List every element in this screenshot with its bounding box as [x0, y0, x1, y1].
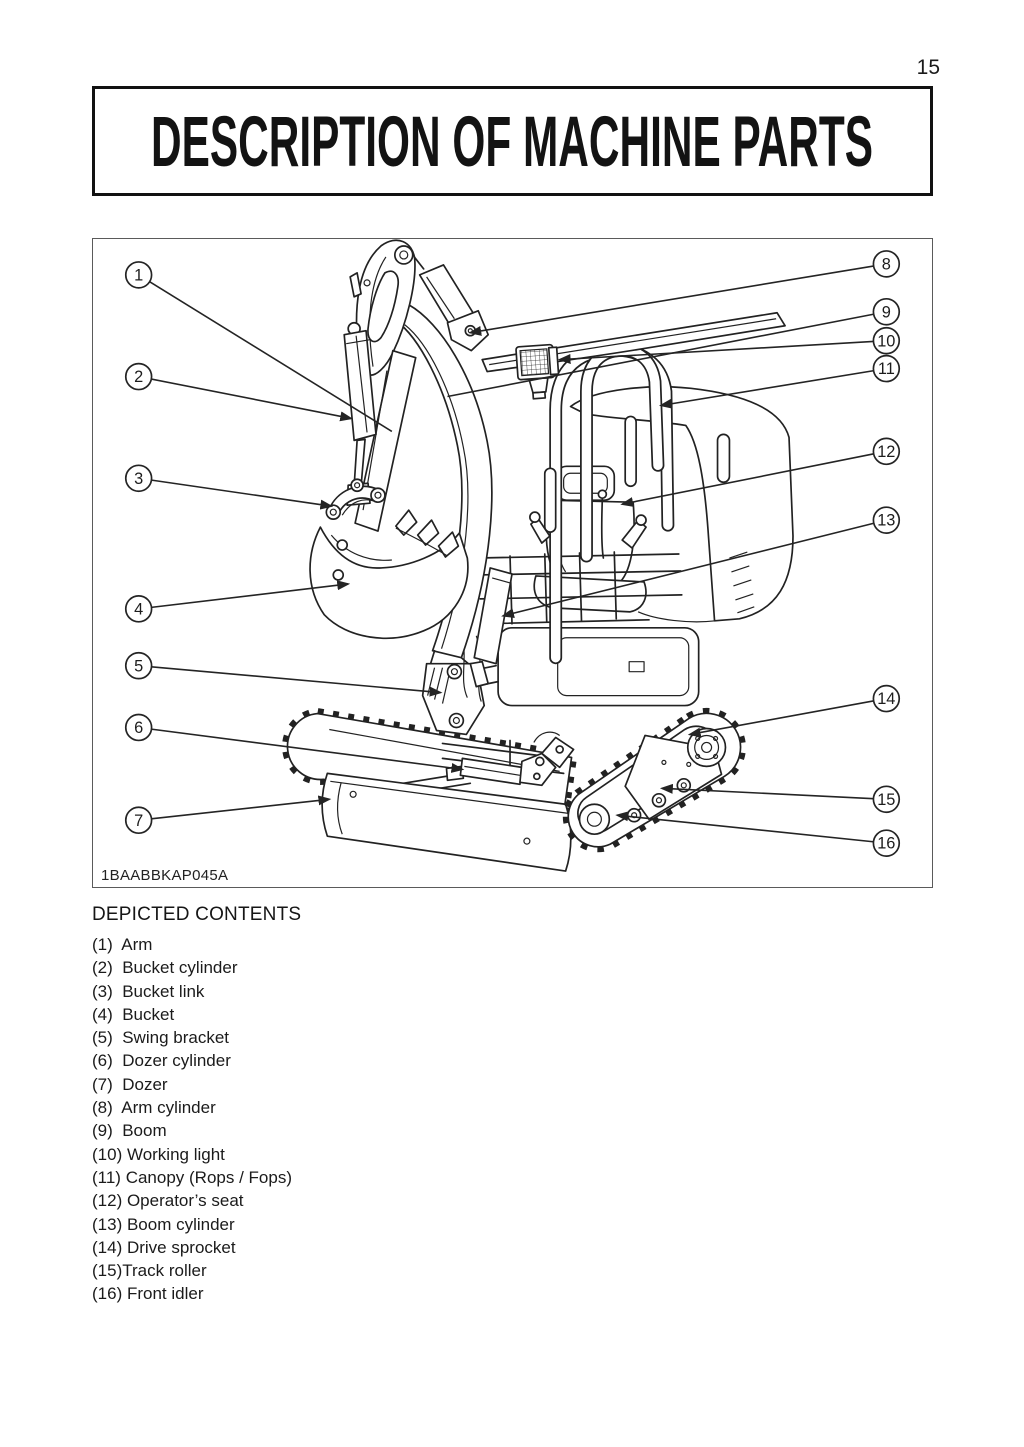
list-item: (8) Arm cylinder [92, 1098, 216, 1118]
control-lever [621, 519, 647, 549]
swing-bracket-part [421, 662, 499, 736]
list-item: (10) Working light [92, 1144, 225, 1164]
grab-handle [624, 415, 637, 488]
list-item: (15)Track roller [92, 1261, 207, 1281]
list-item: (13) Boom cylinder [92, 1214, 235, 1234]
arm-part [349, 239, 417, 532]
callout-12: 12 [620, 437, 901, 507]
callout-16: 16 [615, 811, 901, 857]
callout-15: 15 [659, 783, 901, 814]
callout-4: 4 [124, 580, 351, 623]
callout-9: 9 [447, 297, 901, 398]
list-item: (4) Bucket [92, 1004, 175, 1024]
list-item: (14) Drive sprocket [92, 1237, 236, 1257]
page-title: DESCRIPTION OF MACHINE PARTS [151, 103, 873, 182]
svg-text:2: 2 [134, 368, 143, 386]
list-item: (5) Swing bracket [92, 1028, 229, 1048]
svg-text:7: 7 [134, 812, 143, 830]
page-number: 15 [916, 56, 940, 79]
callout-6: 6 [124, 713, 465, 773]
svg-text:10: 10 [877, 332, 895, 350]
svg-text:14: 14 [877, 690, 895, 708]
contents-list: (1) Arm (2) Bucket cylinder (3) Bucket l… [92, 933, 652, 1306]
callout-5: 5 [124, 651, 443, 697]
depicted-contents: DEPICTED CONTENTS (1) Arm (2) Bucket cyl… [92, 902, 652, 1306]
page-title-box: DESCRIPTION OF MACHINE PARTS [92, 86, 933, 196]
left-track-part [282, 708, 578, 820]
svg-text:12: 12 [877, 443, 895, 461]
bucket-link-part [325, 478, 386, 520]
track-roller-part [626, 777, 692, 823]
list-item: (11) Canopy (Rops / Fops) [92, 1167, 292, 1187]
svg-text:16: 16 [877, 835, 895, 853]
page-title-svg: DESCRIPTION OF MACHINE PARTS [151, 103, 873, 182]
engine-vent [729, 551, 755, 614]
list-item: (1) Arm [92, 935, 153, 954]
svg-text:13: 13 [877, 512, 895, 530]
working-light-part [515, 343, 560, 400]
list-item: (7) Dozer [92, 1074, 168, 1094]
callout-8: 8 [468, 250, 901, 336]
bucket-part [309, 509, 469, 640]
list-item: (12) Operator’s seat [92, 1191, 244, 1211]
list-item: (2) Bucket cylinder [92, 958, 238, 978]
svg-text:8: 8 [882, 255, 891, 273]
callout-10: 10 [557, 326, 901, 364]
dozer-cylinder-part [390, 731, 575, 798]
arm-cylinder-part [411, 254, 490, 352]
list-item: (3) Bucket link [92, 981, 205, 1001]
svg-text:15: 15 [877, 791, 895, 809]
svg-text:11: 11 [878, 360, 895, 378]
callout-3: 3 [124, 464, 334, 510]
excavator-drawing [282, 239, 794, 872]
list-item: (16) Front idler [92, 1284, 204, 1304]
svg-text:5: 5 [134, 657, 143, 675]
body-part [497, 386, 794, 707]
svg-text:9: 9 [882, 303, 891, 321]
svg-text:6: 6 [134, 719, 143, 737]
contents-heading: DEPICTED CONTENTS [92, 904, 302, 925]
svg-text:1: 1 [134, 266, 143, 284]
svg-text:3: 3 [134, 470, 143, 488]
dozer-blade-part [321, 772, 572, 872]
figure-caption: 1BAABBKAP045A [101, 867, 229, 884]
callout-2: 2 [124, 362, 354, 422]
grab-handle [543, 467, 557, 533]
svg-text:4: 4 [134, 600, 143, 618]
right-track-part [562, 707, 746, 853]
list-item: (6) Dozer cylinder [92, 1051, 231, 1071]
callout-11: 11 [658, 354, 901, 409]
control-lever [530, 517, 551, 544]
list-item: (9) Boom [92, 1121, 167, 1141]
callout-1: 1 [124, 261, 393, 433]
callout-14: 14 [687, 684, 901, 738]
callout-13: 13 [501, 506, 901, 619]
callout-7: 7 [124, 795, 332, 835]
front-idler-part [578, 803, 611, 836]
drive-sprocket-part [686, 727, 727, 768]
